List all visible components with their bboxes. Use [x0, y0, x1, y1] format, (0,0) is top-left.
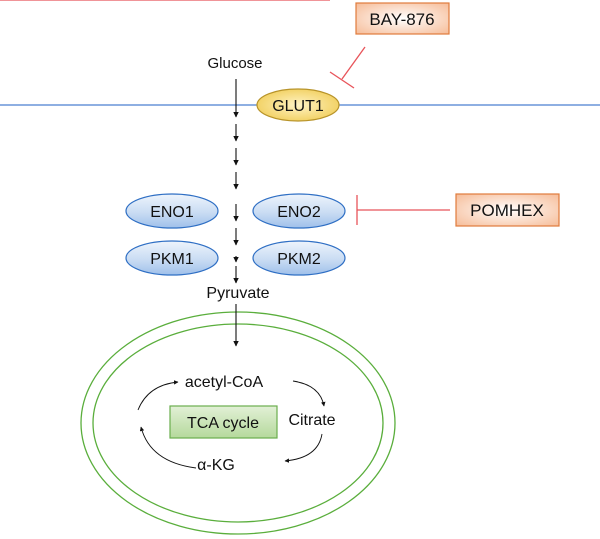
mitochondrion: [80, 311, 396, 535]
pkm1-enzyme: PKM1: [125, 240, 219, 276]
pyruvate-label: Pyruvate: [206, 285, 269, 302]
pkm2-label: PKM2: [277, 251, 321, 268]
mitochondrion-outer-membrane: [80, 311, 396, 535]
tca-cycle-arrows: [137, 380, 326, 469]
bay876-inhibitor: BAY-876: [355, 2, 450, 35]
pomhex-inhibitor: POMHEX: [455, 193, 560, 227]
eno1-label: ENO1: [150, 204, 194, 221]
pomhex-label: POMHEX: [470, 201, 544, 220]
glucose-label: Glucose: [207, 55, 262, 72]
akg-label: α-KG: [197, 457, 235, 474]
pomhex-inhibition-line: [356, 195, 450, 225]
pkm2-enzyme: PKM2: [252, 240, 346, 276]
cycle-return-arrow: [137, 380, 179, 411]
citrate-to-akg-arrow: [284, 433, 323, 463]
akg-to-acetylcoa-arrow: [139, 426, 197, 469]
citrate-label: Citrate: [288, 412, 335, 429]
eno1-enzyme: ENO1: [125, 193, 219, 229]
tca-cycle-box: TCA cycle: [169, 405, 278, 439]
eno2-label: ENO2: [277, 204, 321, 221]
pkm1-label: PKM1: [150, 251, 194, 268]
acetyl-coa-label: acetyl-CoA: [185, 374, 264, 391]
bay876-inhibition-line: [0, 0, 366, 89]
acetylcoa-to-citrate-arrow: [292, 380, 326, 407]
eno2-enzyme: ENO2: [252, 193, 346, 229]
tca-cycle-label: TCA cycle: [187, 415, 259, 432]
mitochondrion-inner-membrane: [92, 323, 384, 523]
glut1-label: GLUT1: [272, 98, 324, 115]
glut1-transporter: GLUT1: [256, 88, 340, 122]
bay876-label: BAY-876: [369, 10, 434, 29]
